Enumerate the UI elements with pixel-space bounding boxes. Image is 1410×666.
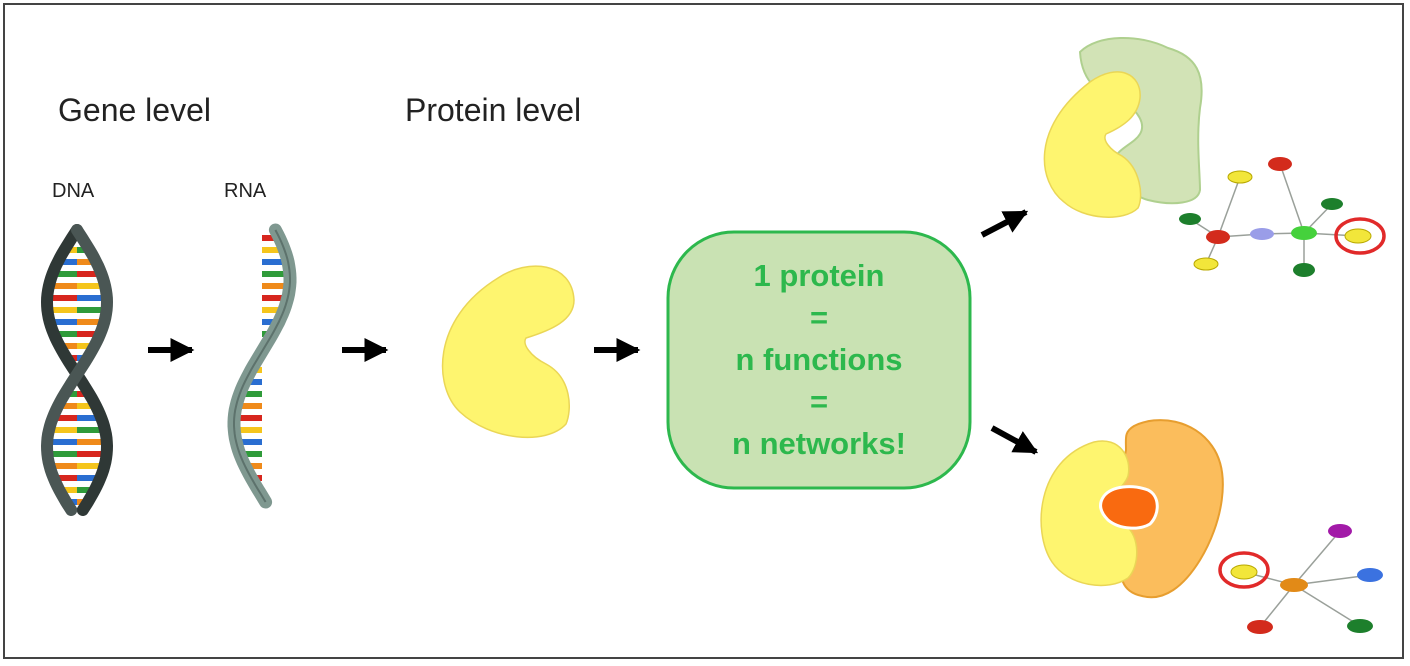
dna-base-right [77, 283, 106, 289]
dna-base-right [77, 487, 95, 493]
top-complex [1043, 37, 1203, 218]
rna-base [244, 379, 262, 385]
network-node [1206, 230, 1230, 244]
dna-base-left [59, 487, 77, 493]
rna-base [236, 403, 262, 409]
network-node [1280, 578, 1308, 592]
dna-strand-front [40, 224, 114, 516]
dna-base-left [53, 331, 77, 337]
arrow-to-top-complex [980, 209, 1029, 238]
dna-base-left [52, 271, 77, 277]
dna-base-right [77, 343, 95, 349]
rna-base [236, 439, 262, 445]
dna-base-left [57, 259, 77, 265]
dna-base-left [49, 463, 77, 469]
dna-base-left [52, 415, 77, 421]
network-node [1247, 620, 1273, 634]
rna-base [245, 463, 262, 469]
dna-base-right [77, 415, 102, 421]
dna-base-left [47, 295, 77, 301]
center-line-4: = [809, 384, 829, 419]
dna-base-right [77, 319, 105, 325]
bottom-network [1218, 524, 1383, 634]
network-node [1230, 564, 1258, 580]
dna-base-left [47, 451, 77, 457]
dna-base-right [77, 403, 96, 409]
arrow-to-bottom-complex [990, 425, 1039, 455]
network-node [1291, 226, 1317, 240]
network-node [1268, 157, 1292, 171]
center-box [666, 230, 972, 490]
protein-level-label: Protein level [405, 92, 582, 128]
dna-base-right [77, 331, 101, 337]
rna-strand [227, 223, 297, 509]
dna-base-left [59, 343, 77, 349]
dna-base-left [58, 403, 77, 409]
network-node [1250, 228, 1274, 240]
dna-base-right [77, 427, 105, 433]
protein-shape [441, 265, 575, 439]
rna-base [262, 259, 289, 265]
rna-label: RNA [224, 180, 267, 202]
network-node [1179, 213, 1201, 225]
rna-base [234, 415, 262, 421]
dna-base-right [77, 439, 107, 445]
network-node [1344, 228, 1372, 244]
rna-backbone-edge [233, 229, 291, 503]
dna-base-right [77, 307, 107, 313]
rna-base [262, 319, 279, 325]
rna-base [262, 247, 285, 253]
network-node [1227, 170, 1253, 184]
network-node [1357, 568, 1383, 582]
dna-base-right [77, 451, 107, 457]
dna-base-left [53, 475, 77, 481]
dna-helix [40, 224, 114, 516]
center-line-5: n networks! [732, 426, 906, 461]
ligand-shape [1099, 485, 1159, 530]
center-box-text: 1 protein = n functions = n networks! [668, 232, 970, 488]
dna-base-left [47, 439, 77, 445]
yellow-protein-top [1043, 71, 1142, 218]
dna-base-left [49, 319, 77, 325]
rna-base [262, 235, 280, 241]
rna-bases [234, 235, 290, 481]
rna-base [262, 307, 284, 313]
dna-label: DNA [52, 180, 95, 202]
dna-base-right [77, 463, 105, 469]
dna-base-left [49, 427, 77, 433]
center-line-3: n functions [735, 342, 903, 377]
dna-base-right [77, 271, 102, 277]
network-node [1321, 198, 1343, 210]
rna-base [239, 391, 262, 397]
network-node [1347, 619, 1373, 633]
dna-base-right [77, 295, 107, 301]
top-network [1179, 157, 1386, 277]
highlight-ring-bottom [1218, 551, 1270, 589]
network-node [1328, 524, 1352, 538]
rna-base [262, 271, 290, 277]
center-line-1: 1 protein [753, 258, 885, 293]
dna-base-right [77, 259, 97, 265]
dna-base-left [47, 307, 77, 313]
network-node [1193, 257, 1219, 271]
center-line-2: = [809, 300, 829, 335]
dna-base-right [77, 475, 101, 481]
rna-base [239, 451, 262, 457]
highlight-ring-top [1334, 217, 1386, 255]
rna-base [262, 295, 288, 301]
yellow-protein-bottom [1040, 440, 1138, 587]
gene-level-label: Gene level [58, 92, 211, 128]
top-network-edges [1189, 163, 1359, 270]
bottom-complex [1040, 419, 1224, 599]
rna-base [262, 283, 290, 289]
network-node [1293, 263, 1315, 277]
dna-base-left [48, 283, 77, 289]
rna-base [234, 427, 262, 433]
